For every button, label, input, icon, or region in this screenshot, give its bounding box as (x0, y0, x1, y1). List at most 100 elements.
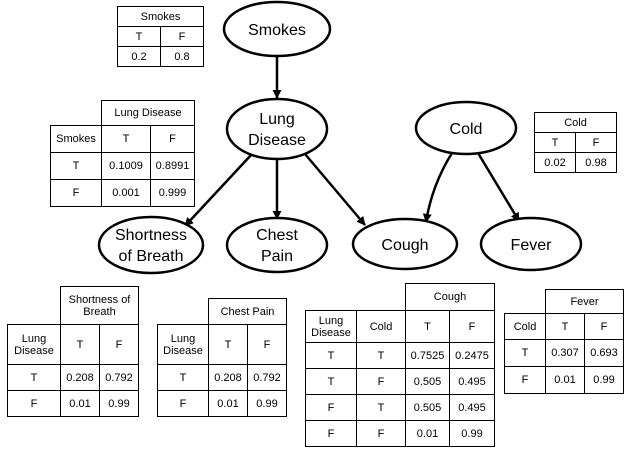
table-cell: 0.208 (60, 364, 100, 391)
cpt-shortness-of-breath: Shortness of Breath Lung Disease T F T 0… (7, 286, 139, 417)
cpt-cough: Cough Lung Disease Cold T F T T 0.7525 0… (305, 283, 495, 447)
table-cell: 0.99 (449, 420, 495, 447)
parent-header: Lung Disease (7, 324, 61, 365)
table-cell: 0.495 (449, 368, 495, 395)
table-title: Cold (534, 112, 617, 133)
row-header: T (504, 339, 546, 367)
column-header: F (150, 125, 195, 153)
table-cell: 0.8991 (150, 152, 195, 180)
column-header: T (208, 324, 248, 365)
node-label: Cough (381, 237, 428, 254)
column-header: F (575, 132, 617, 153)
row-header: T (356, 394, 406, 421)
table-cell: 0.99 (584, 366, 624, 394)
column-header: F (584, 313, 624, 340)
table-cell: 0.2 (117, 46, 161, 67)
column-header: F (247, 324, 287, 365)
table-cell: 0.02 (534, 152, 576, 173)
node-label: Chest (256, 227, 298, 244)
table-cell: 0.8 (160, 46, 204, 67)
row-header: F (356, 368, 406, 395)
table-cell: 0.2475 (449, 342, 495, 369)
row-header: F (50, 179, 102, 207)
table-cell: 0.01 (405, 420, 450, 447)
table-title: Cough (405, 283, 495, 311)
cpt-chest-pain: Chest Pain Lung Disease T F T 0.208 0.79… (157, 298, 287, 417)
table-title: Smokes (117, 6, 204, 27)
cpt-fever: Fever Cold T F T 0.307 0.693 F 0.01 0.99 (504, 289, 624, 394)
table-cell: 0.208 (208, 364, 248, 391)
table-blank (8, 287, 61, 325)
node-cold[interactable]: Cold (414, 100, 518, 156)
row-header: T (50, 152, 102, 180)
node-label: Cold (450, 121, 483, 138)
parent-header: Lung Disease (157, 324, 209, 365)
table-cell: 0.999 (150, 179, 195, 207)
column-header: T (60, 324, 100, 365)
cpt-cold: Cold T F 0.02 0.98 (534, 112, 617, 173)
table-cell: 0.99 (99, 390, 139, 417)
node-fever[interactable]: Fever (479, 216, 583, 272)
node-lung-disease[interactable]: Lung Disease (225, 97, 329, 161)
node-label: Pain (261, 248, 293, 265)
parent-header: Cold (356, 310, 406, 343)
edges (184, 57, 521, 227)
parent-header: Lung Disease (305, 310, 357, 343)
row-header: T (356, 342, 406, 369)
edge-cold-cough (422, 152, 454, 223)
row-header: T (305, 342, 357, 369)
column-header: F (449, 310, 495, 343)
table-title: Shortness of Breath (60, 286, 139, 325)
row-header: T (7, 364, 61, 391)
node-cough[interactable]: Cough (351, 217, 459, 271)
table-blank (158, 299, 209, 325)
row-header: F (305, 420, 357, 447)
table-blank (357, 284, 406, 311)
table-cell: 0.7525 (405, 342, 450, 369)
table-blank (51, 101, 102, 126)
column-header: F (99, 324, 139, 365)
node-label: of Breath (119, 248, 184, 265)
parent-header: Cold (504, 313, 546, 340)
row-header: F (157, 390, 209, 417)
table-cell: 0.01 (545, 366, 585, 394)
node-chest-pain[interactable]: Chest Pain (225, 216, 329, 274)
column-header: T (101, 125, 151, 153)
table-cell: 0.505 (405, 368, 450, 395)
row-header: F (305, 394, 357, 421)
table-cell: 0.495 (449, 394, 495, 421)
edge-lung-disease-shortness-of-breath (184, 153, 253, 227)
table-cell: 0.98 (575, 152, 617, 173)
edge-lung-disease-cough (304, 153, 366, 226)
row-header: F (356, 420, 406, 447)
table-cell: 0.001 (101, 179, 151, 207)
column-header: T (534, 132, 576, 153)
column-header: F (160, 26, 204, 47)
node-shortness-of-breath[interactable]: Shortness of Breath (97, 215, 205, 275)
row-header: T (305, 368, 357, 395)
node-label: Disease (248, 132, 306, 149)
table-cell: 0.01 (60, 390, 100, 417)
cpt-smokes: Smokes T F 0.2 0.8 (117, 6, 204, 67)
row-header: T (157, 364, 209, 391)
table-cell: 0.307 (545, 339, 585, 367)
table-title: Fever (545, 289, 624, 314)
table-title: Chest Pain (208, 298, 287, 325)
table-blank (505, 290, 546, 314)
table-cell: 0.792 (99, 364, 139, 391)
table-cell: 0.1009 (101, 152, 151, 180)
node-label: Lung (259, 111, 295, 128)
node-label: Fever (511, 237, 553, 254)
table-cell: 0.693 (584, 339, 624, 367)
table-cell: 0.505 (405, 394, 450, 421)
table-cell: 0.01 (208, 390, 248, 417)
node-smokes[interactable]: Smokes (222, 0, 332, 58)
node-label: Shortness (115, 227, 187, 244)
cpt-lung-disease: Lung Disease Smokes T F T 0.1009 0.8991 … (50, 100, 195, 207)
column-header: T (545, 313, 585, 340)
row-header: F (7, 390, 61, 417)
node-label: Smokes (248, 22, 306, 39)
parent-header: Smokes (50, 125, 102, 153)
edge-cold-fever (476, 152, 521, 222)
